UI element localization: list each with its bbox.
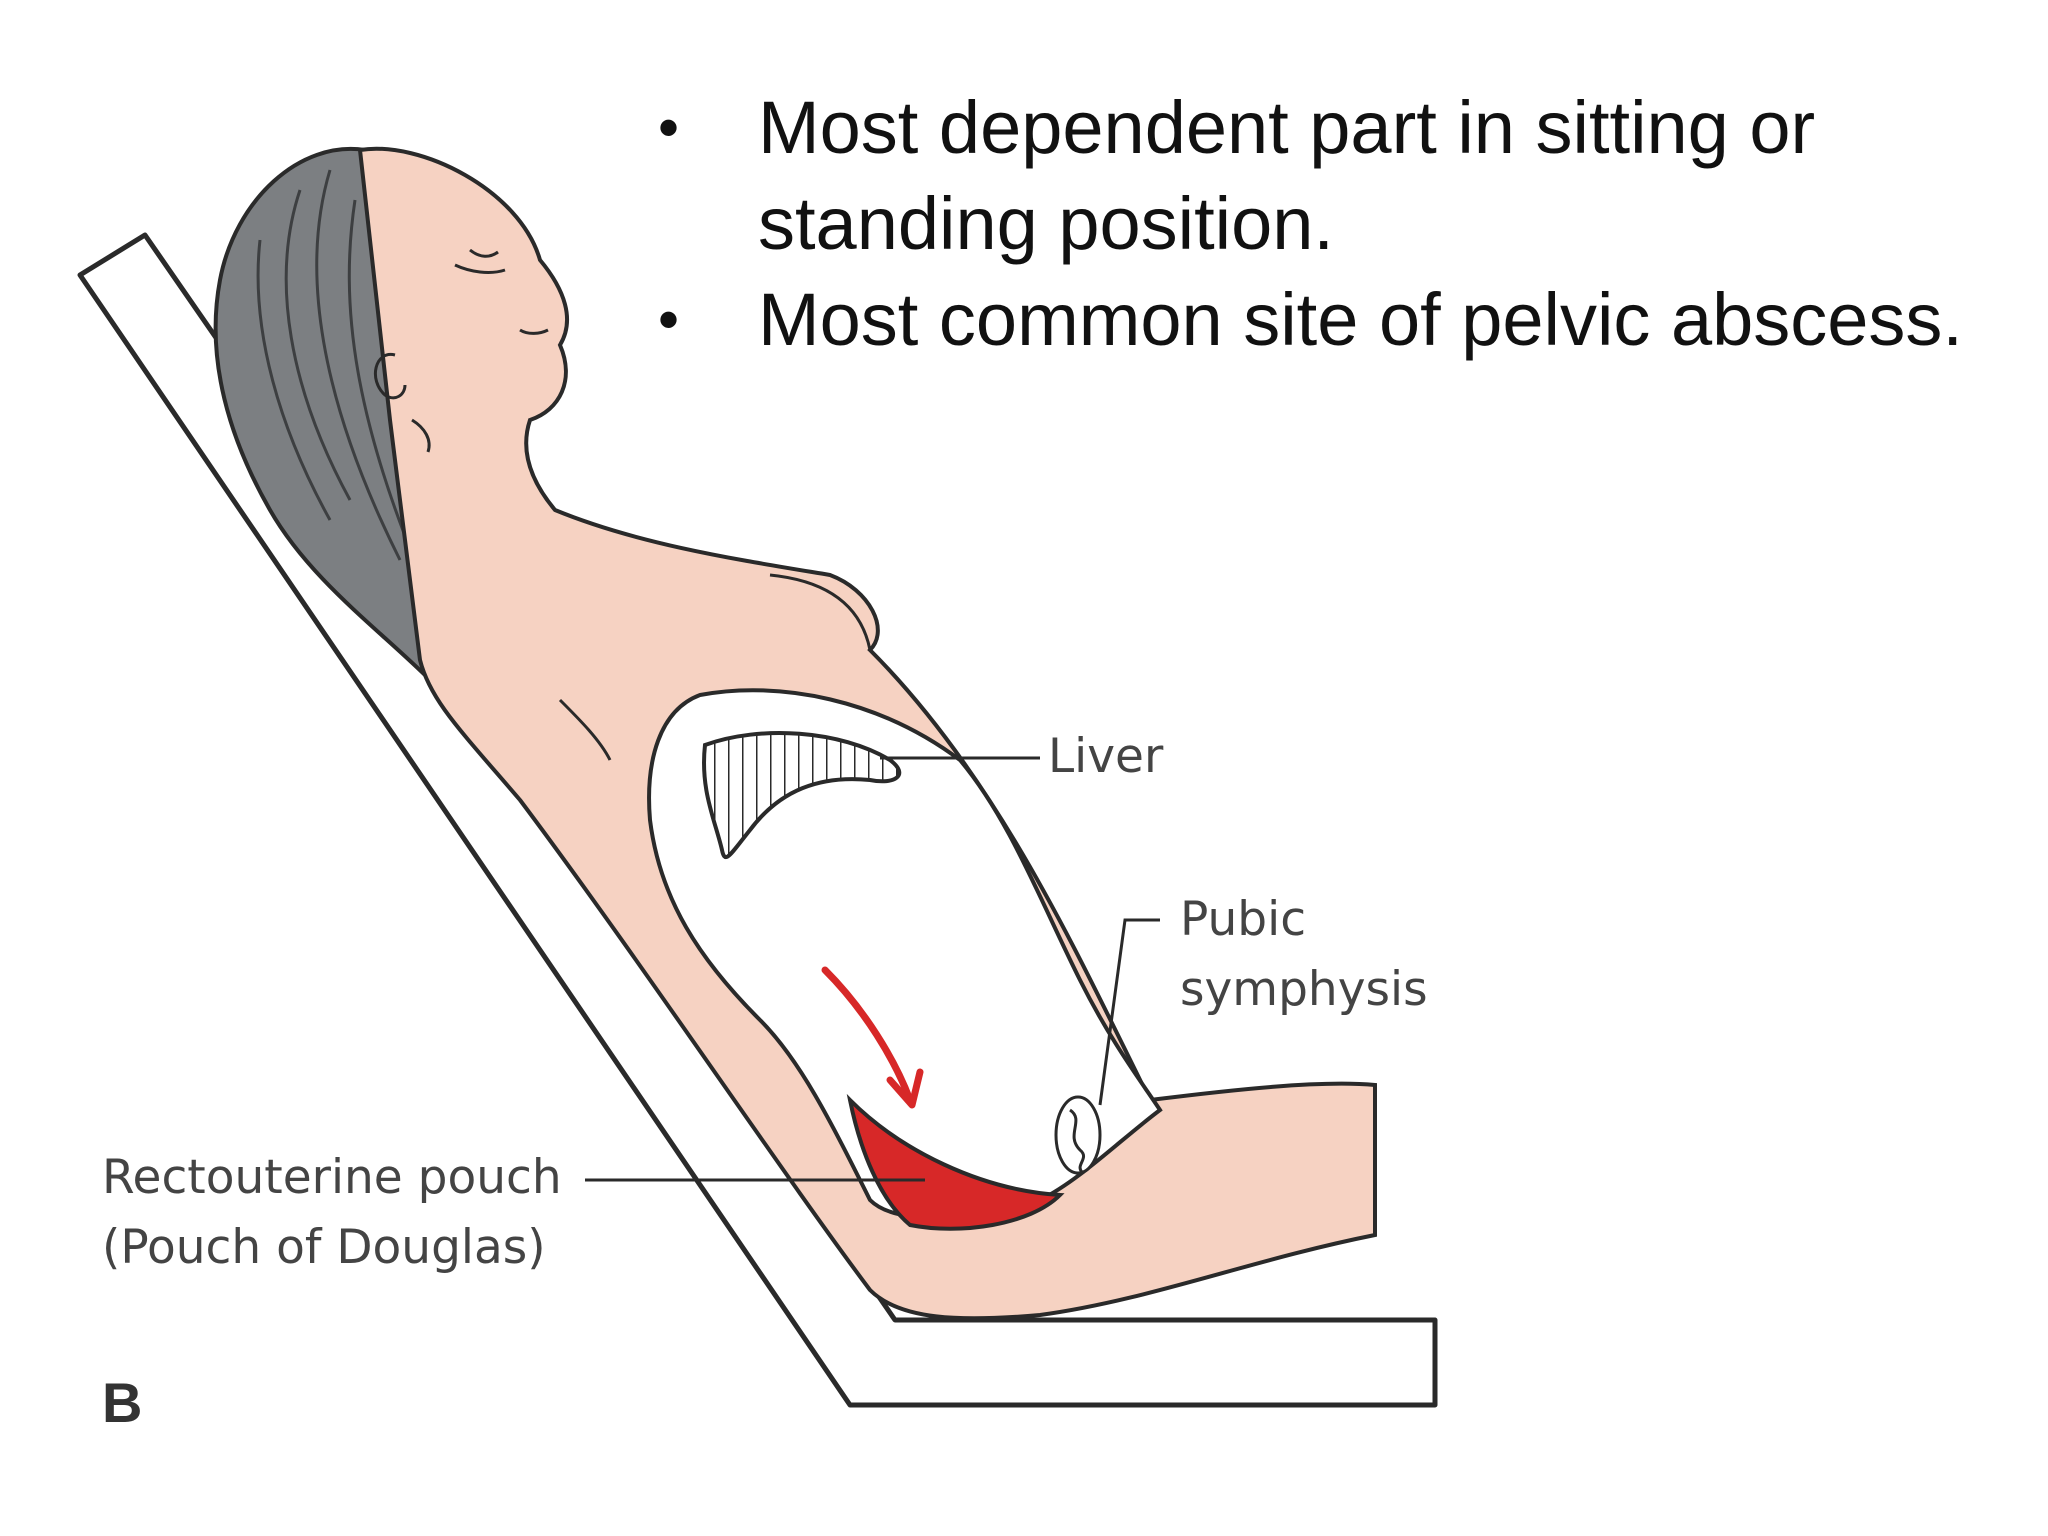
bullet-list: • Most dependent part in sitting or stan… <box>640 80 2020 368</box>
bullet-text: Most dependent part in sitting or standi… <box>758 86 1816 265</box>
bullet-item: • Most dependent part in sitting or stan… <box>640 80 2020 272</box>
bullet-item: • Most common site of pelvic abscess. <box>640 272 2020 368</box>
label-pouch-line1: Rectouterine pouch <box>102 1150 562 1205</box>
face <box>374 248 549 453</box>
label-pouch-line2: (Pouch of Douglas) <box>102 1220 546 1275</box>
bullet-text: Most common site of pelvic abscess. <box>758 278 1963 361</box>
liver <box>702 731 902 859</box>
armpit-line <box>558 698 612 761</box>
label-pubic-line1: Pubic <box>1180 892 1307 947</box>
panel-letter: B <box>102 1371 143 1434</box>
label-liver: Liver <box>1048 729 1164 784</box>
flow-arrow <box>821 966 924 1109</box>
leader-lines <box>585 756 1160 1182</box>
label-pubic-line2: symphysis <box>1180 962 1428 1017</box>
bullet-dot-icon: • <box>658 94 680 161</box>
bullet-dot-icon: • <box>658 286 680 353</box>
breast-contour <box>769 573 872 651</box>
pubic-symphysis <box>1054 1095 1102 1175</box>
hair-strands <box>256 169 442 621</box>
